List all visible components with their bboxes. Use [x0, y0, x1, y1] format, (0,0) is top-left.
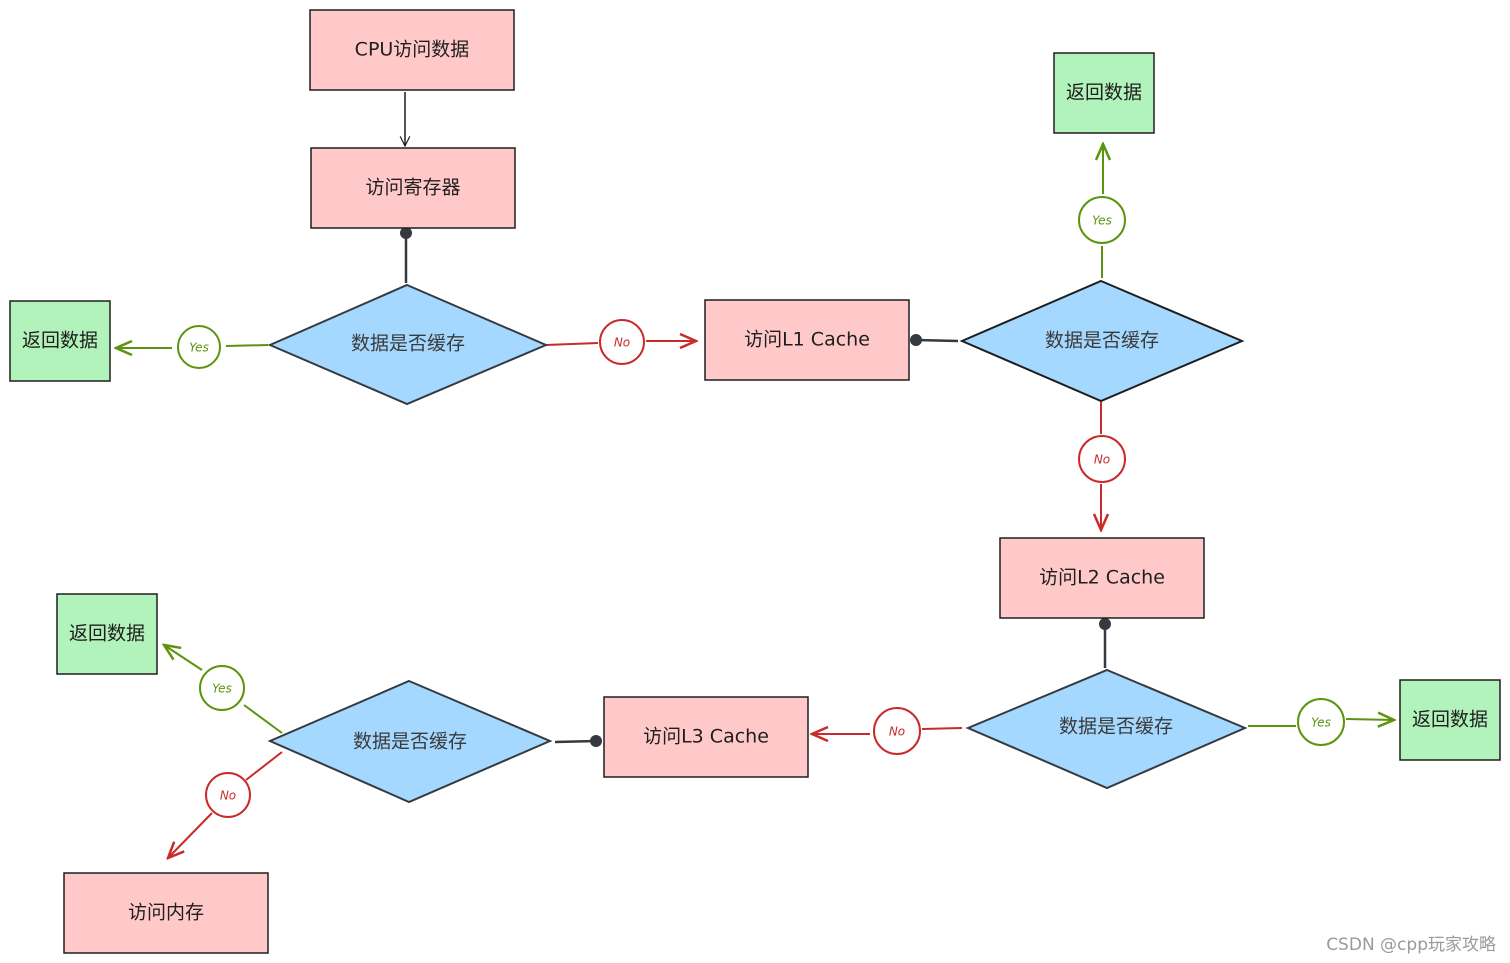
node-register-label: 访问寄存器	[365, 177, 460, 199]
label-no-1: No	[599, 319, 645, 365]
label-yes-3-text: Yes	[1311, 716, 1331, 730]
connector-no4	[245, 751, 283, 781]
decision-2-label: 数据是否缓存	[1045, 330, 1159, 352]
node-return-1: 返回数据	[9, 300, 111, 382]
node-return-1-label: 返回数据	[22, 330, 98, 352]
connector-no3	[921, 727, 963, 730]
connector-yes4-arrow	[164, 645, 203, 671]
label-yes-4-text: Yes	[212, 682, 232, 696]
node-return-2: 返回数据	[1053, 52, 1155, 134]
node-memory-label: 访问内存	[128, 902, 204, 924]
connector-no4-arrow	[168, 812, 213, 858]
label-no-1-text: No	[614, 336, 630, 350]
connector-dot	[910, 334, 922, 346]
decision-1-label: 数据是否缓存	[351, 333, 465, 355]
label-no-4-text: No	[220, 789, 236, 803]
label-no-2: No	[1078, 435, 1126, 483]
node-cpu-access-label: CPU访问数据	[355, 39, 470, 61]
label-yes-4: Yes	[199, 665, 245, 711]
node-return-3: 返回数据	[1399, 679, 1501, 761]
node-l3-cache: 访问L3 Cache	[603, 696, 809, 778]
decision-1: 数据是否缓存	[267, 283, 549, 406]
label-yes-1-text: Yes	[189, 341, 209, 355]
decision-2: 数据是否缓存	[959, 279, 1245, 403]
connector-l1-to-decision2	[915, 338, 959, 343]
connector-yes3-arrow	[1345, 719, 1394, 720]
label-no-4: No	[205, 772, 251, 818]
connector-no1	[545, 342, 599, 346]
node-cpu-access: CPU访问数据	[309, 9, 515, 91]
node-l1-cache: 访问L1 Cache	[704, 299, 910, 381]
label-no-3-text: No	[889, 725, 905, 739]
connector-dot	[590, 735, 602, 747]
node-register: 访问寄存器	[310, 147, 516, 229]
decision-4: 数据是否缓存	[267, 679, 553, 804]
decision-3-label: 数据是否缓存	[1059, 716, 1173, 738]
node-memory: 访问内存	[63, 872, 269, 954]
decision-3: 数据是否缓存	[965, 668, 1248, 790]
label-yes-3: Yes	[1297, 698, 1345, 746]
connector-yes1	[225, 344, 269, 347]
node-return-4: 返回数据	[56, 593, 158, 675]
node-l2-cache: 访问L2 Cache	[999, 537, 1205, 619]
connector-dot	[400, 227, 412, 239]
watermark: CSDN @cpp玩家攻略	[1326, 935, 1496, 955]
label-no-3: No	[873, 707, 921, 755]
label-no-2-text: No	[1094, 453, 1110, 467]
node-return-2-label: 返回数据	[1066, 82, 1142, 104]
label-yes-2: Yes	[1078, 196, 1126, 244]
decision-4-label: 数据是否缓存	[353, 731, 467, 753]
label-yes-1: Yes	[177, 325, 221, 369]
label-yes-2-text: Yes	[1092, 214, 1112, 228]
node-return-4-label: 返回数据	[69, 623, 145, 645]
node-l2-cache-label: 访问L2 Cache	[1039, 567, 1165, 589]
connector-dot	[1099, 618, 1111, 630]
node-l1-cache-label: 访问L1 Cache	[744, 329, 870, 351]
node-l3-cache-label: 访问L3 Cache	[643, 726, 769, 748]
connector-yes4	[243, 704, 283, 734]
node-return-3-label: 返回数据	[1412, 709, 1488, 731]
connector-l3-to-decision4	[554, 739, 597, 744]
